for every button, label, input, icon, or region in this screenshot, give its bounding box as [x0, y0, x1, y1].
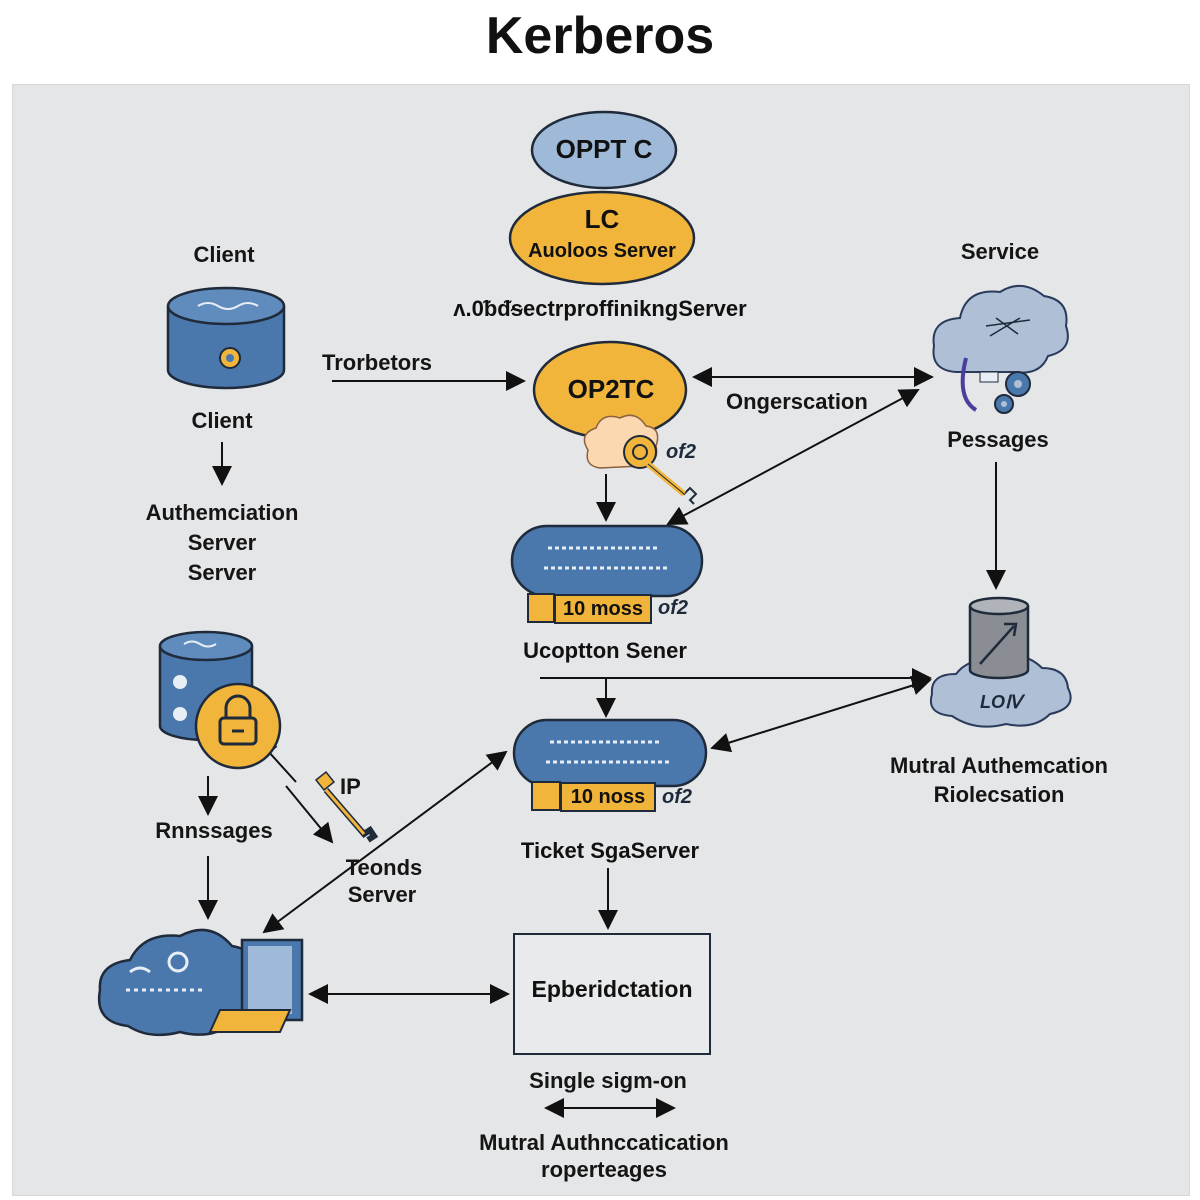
label-service: Service [960, 239, 1040, 264]
endpoint-box [513, 933, 711, 1055]
of2-label-b: of2 [658, 597, 688, 619]
lov-cloud-tag: LOⅣ [980, 692, 1022, 712]
diagram-title: Kerberos [485, 7, 715, 65]
ticket1-badge: 10 moss [554, 594, 652, 624]
as-oval [508, 190, 696, 286]
label-client-top: Client [193, 242, 255, 267]
mid-oval-label: OP2TC [567, 374, 655, 404]
label-teonds-line1: Teonds [345, 855, 423, 880]
as-oval-subtitle: Auoloos Server [528, 240, 676, 262]
label-client-mid: Client [191, 408, 253, 433]
key-icon [314, 770, 379, 843]
as-caption: ᴧ.0ᵬᵭᵴectrproffinikngServer [453, 296, 747, 321]
workstation-cloud-icon [97, 928, 304, 1037]
client-database-icon [166, 286, 286, 390]
label-pessages: Pessages [947, 427, 1049, 452]
label-auth-line2: Server [187, 530, 257, 555]
ticket1-caption: Ucoptton Sener [523, 638, 687, 663]
of2-label-c: of2 [662, 786, 692, 808]
label-auth-line1: Authemciation [145, 500, 299, 525]
connectors [198, 367, 1006, 1118]
arrow-ticket2-to-lov [710, 675, 932, 753]
label-ip: IP [340, 774, 361, 799]
cloud-key-icon [583, 414, 698, 505]
as-oval-title: LC [584, 204, 620, 234]
label-ongerscation: Ongerscation [726, 389, 868, 414]
label-trorbetors: Trorbetors [322, 350, 433, 375]
endpoint-box-label: Epberidctation [531, 976, 693, 1002]
label-bottom-line1: Mutral Authnccatication [479, 1130, 729, 1155]
of2-label-a: of2 [666, 441, 696, 463]
ticket2-badge: 10 noss [560, 782, 656, 812]
label-auth-line3: Server [187, 560, 257, 585]
label-bottom-line2: roperteages [541, 1157, 667, 1182]
label-rnnssages: Rnnssages [155, 818, 273, 843]
label-mutral-line1: Mutral Authemcation [890, 753, 1108, 778]
label-single-sign-on: Single sigm-on [529, 1068, 687, 1093]
arrow-workstation-ticket2 [262, 750, 508, 934]
lov-cloud-icon [930, 596, 1072, 728]
label-teonds-line2: Server [347, 882, 417, 907]
service-cloud-icon [932, 285, 1069, 414]
top-oval [530, 110, 678, 190]
arrow-ticket1-to-service [666, 389, 920, 525]
lock-database-icon [158, 630, 282, 770]
top-oval-label: OPPT C [555, 134, 653, 164]
ticket2-caption: Ticket SgaServer [520, 838, 700, 863]
label-mutral-line2: Riolecsation [933, 782, 1065, 807]
